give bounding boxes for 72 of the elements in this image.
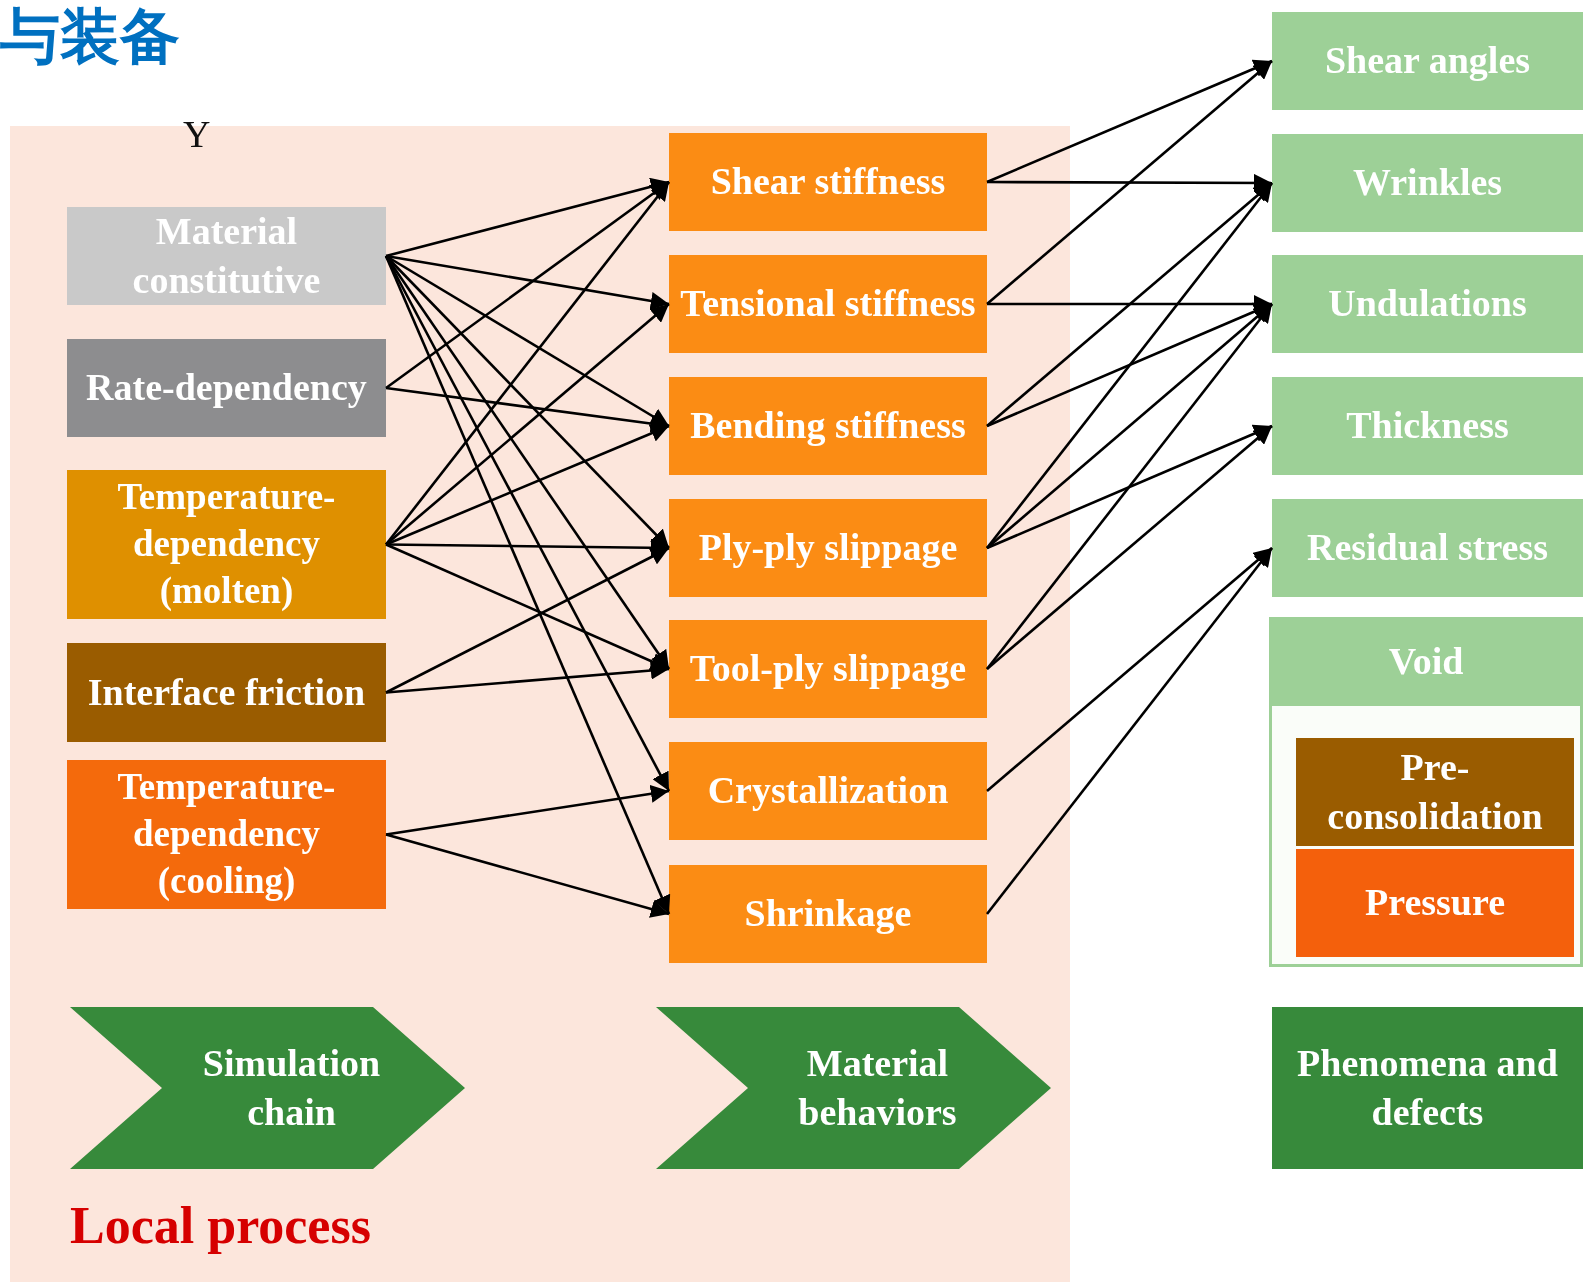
arrow bbox=[986, 303, 1273, 549]
arrow bbox=[385, 424, 670, 546]
node-label: Shear stiffness bbox=[709, 159, 947, 205]
arrow bbox=[385, 546, 670, 694]
node-label: Shear angles bbox=[1323, 38, 1532, 84]
group-heading: Void bbox=[1388, 639, 1464, 684]
arrow bbox=[385, 833, 670, 918]
arrow bbox=[384, 255, 671, 915]
arrow bbox=[385, 661, 670, 694]
node-label: Ply-ply slippage bbox=[697, 525, 959, 571]
process-box bbox=[669, 499, 987, 597]
arrow bbox=[985, 303, 1274, 670]
process-box bbox=[1272, 1007, 1583, 1169]
process-box bbox=[669, 255, 987, 353]
arrow bbox=[986, 182, 1273, 427]
arrow bbox=[386, 538, 669, 557]
process-box bbox=[67, 207, 386, 305]
chevron-arrow bbox=[70, 1007, 465, 1169]
process-box bbox=[669, 377, 987, 475]
node-label: Wrinkles bbox=[1351, 160, 1504, 206]
arrow bbox=[385, 784, 670, 836]
arrow bbox=[385, 177, 670, 258]
panel-title: Local process bbox=[70, 1196, 371, 1257]
chevron-arrow bbox=[656, 1007, 1051, 1169]
node-label: Pre-consolidation bbox=[1326, 744, 1544, 839]
node-label: Shrinkage bbox=[743, 891, 913, 937]
node-label: Rate-dependency bbox=[85, 365, 368, 411]
node-label: Tensional stiffness bbox=[679, 281, 977, 327]
arrow bbox=[986, 302, 1273, 428]
process-box bbox=[67, 643, 386, 742]
process-box bbox=[1272, 377, 1583, 475]
node-label: Crystallization bbox=[706, 768, 950, 814]
node-label: Residual stress bbox=[1305, 525, 1549, 571]
arrow bbox=[986, 547, 1273, 792]
process-box bbox=[1272, 499, 1583, 597]
arrow bbox=[985, 182, 1274, 549]
arrow bbox=[385, 386, 670, 433]
arrow bbox=[385, 180, 670, 390]
process-box bbox=[669, 133, 987, 231]
process-box bbox=[1272, 12, 1583, 110]
process-box bbox=[669, 620, 987, 718]
process-box bbox=[1296, 738, 1574, 846]
process-box bbox=[67, 339, 386, 437]
arrow bbox=[986, 59, 1273, 184]
node-label: Bending stiffness bbox=[689, 403, 967, 449]
node-label: Undulations bbox=[1327, 281, 1528, 327]
group-panel bbox=[1269, 617, 1583, 967]
heading-text: 与装备 bbox=[0, 0, 180, 72]
process-box bbox=[67, 760, 386, 909]
process-box bbox=[1272, 255, 1583, 353]
arrow bbox=[986, 424, 1273, 550]
node-label: Tool-ply slippage bbox=[688, 646, 968, 692]
process-box bbox=[669, 742, 987, 840]
arrow bbox=[986, 425, 1273, 670]
node-label: Phenomena and defects bbox=[1296, 1040, 1559, 1135]
arrow bbox=[985, 547, 1274, 915]
node-label: Interface friction bbox=[86, 669, 367, 715]
process-box bbox=[67, 470, 386, 619]
node-label: Temperature-dependency (molten) bbox=[116, 475, 337, 613]
symbol-text: Y bbox=[183, 112, 211, 157]
arrow bbox=[385, 543, 670, 671]
arrow bbox=[986, 60, 1273, 305]
arrow bbox=[385, 303, 670, 546]
node-label: Temperature-dependency (cooling) bbox=[116, 765, 337, 903]
node-label: Thickness bbox=[1345, 403, 1510, 449]
node-label: Material behaviors bbox=[797, 1040, 958, 1135]
node-label: Pressure bbox=[1364, 880, 1506, 926]
arrow bbox=[385, 254, 670, 310]
process-box bbox=[1296, 849, 1574, 957]
process-box bbox=[1272, 134, 1583, 232]
process-box bbox=[669, 865, 987, 963]
node-label: Simulation chain bbox=[201, 1040, 382, 1135]
